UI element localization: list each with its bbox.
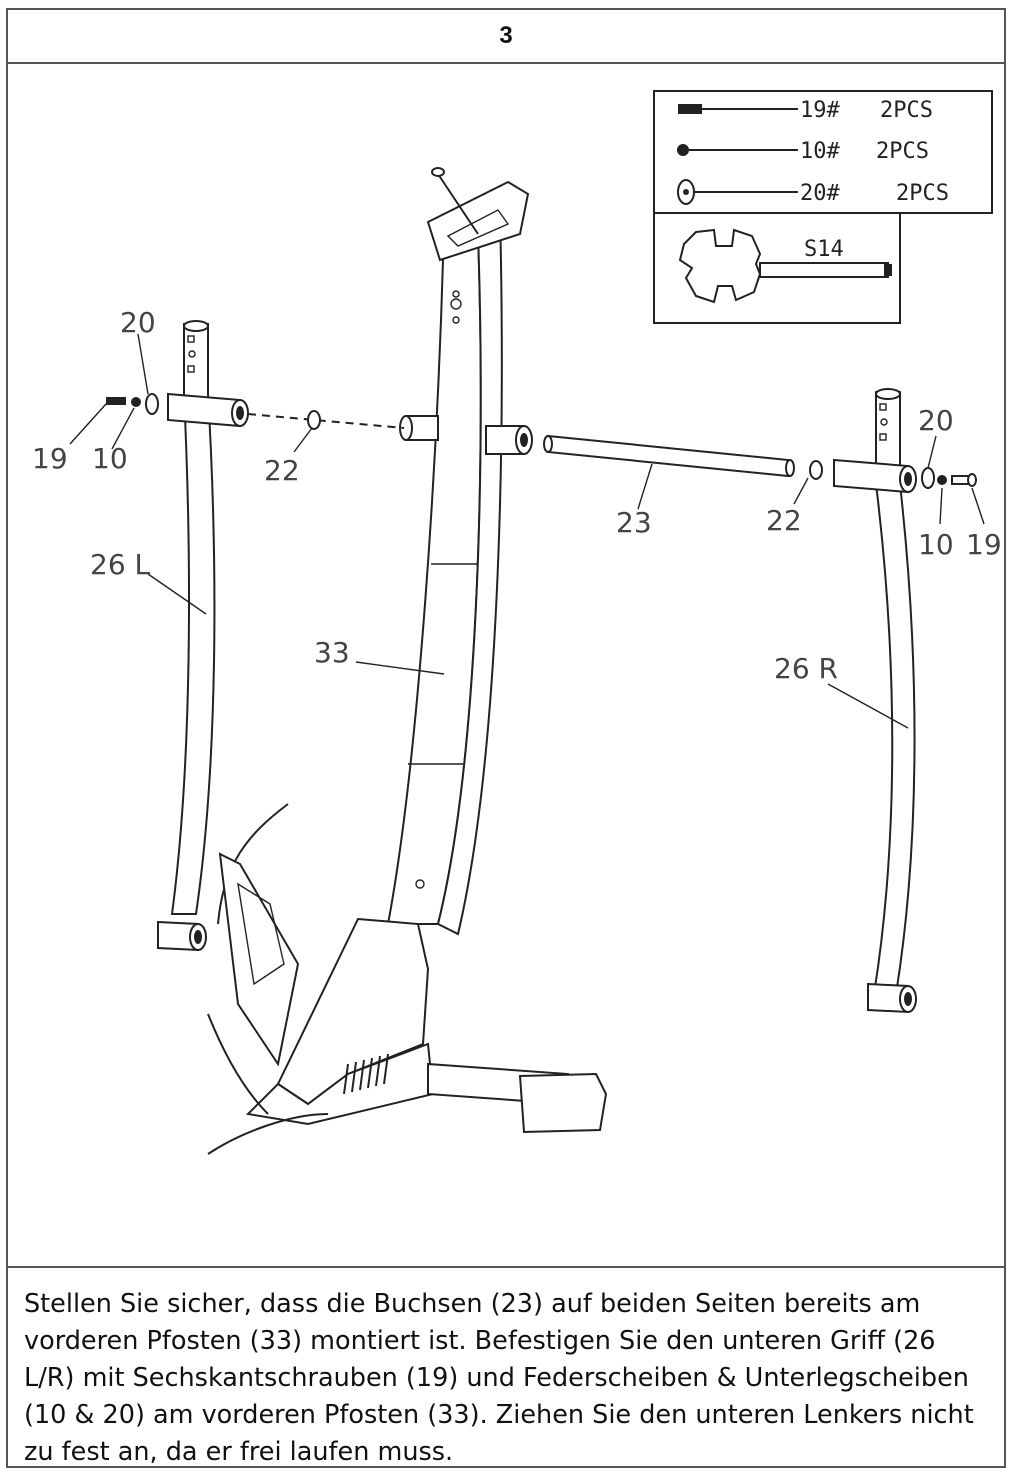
assembly-diagram: 19# 2PCS 10# 2PCS 20# 2PCS xyxy=(8,64,1004,1266)
hardware-qty-19: 2PCS xyxy=(880,98,933,123)
instruction-text: Stellen Sie sicher, dass die Buchsen (23… xyxy=(8,1266,1004,1467)
handle-26R xyxy=(827,388,985,1014)
spring-washer-icon xyxy=(677,144,798,156)
callout-19-right: 19 xyxy=(966,528,1002,561)
callout-20-left: 20 xyxy=(120,306,156,339)
front-post xyxy=(386,167,533,936)
hardware-qty-10: 2PCS xyxy=(876,139,929,164)
hardware-qty-20: 2PCS xyxy=(896,181,949,206)
callout-26R: 26 R xyxy=(774,652,838,685)
hardware-part-19: 19# xyxy=(800,98,840,123)
flat-washer-icon xyxy=(677,179,798,205)
tool-label: S14 xyxy=(804,237,844,262)
step-frame: 3 19# 2PCS 10# 2PCS xyxy=(6,8,1006,1468)
bushing-rod-23 xyxy=(543,434,823,510)
wrench-icon xyxy=(678,228,892,304)
callout-26L: 26 L xyxy=(90,548,151,581)
callout-33: 33 xyxy=(314,636,350,669)
base-frame xyxy=(207,803,608,1155)
step-number: 3 xyxy=(8,10,1004,64)
callout-10-left: 10 xyxy=(92,442,128,475)
hardware-box: 19# 2PCS 10# 2PCS 20# 2PCS xyxy=(653,90,993,214)
callout-22-right: 22 xyxy=(766,504,802,537)
hardware-part-20: 20# xyxy=(800,181,840,206)
callout-20-right: 20 xyxy=(918,404,954,437)
hardware-part-10: 10# xyxy=(800,139,840,164)
tool-box: S14 xyxy=(653,212,901,324)
callout-22-left: 22 xyxy=(264,454,300,487)
callout-23: 23 xyxy=(616,506,652,539)
bolt-icon xyxy=(678,104,798,114)
callout-19-left: 19 xyxy=(32,442,68,475)
handle-26L xyxy=(69,320,405,952)
callout-10-right: 10 xyxy=(918,528,954,561)
